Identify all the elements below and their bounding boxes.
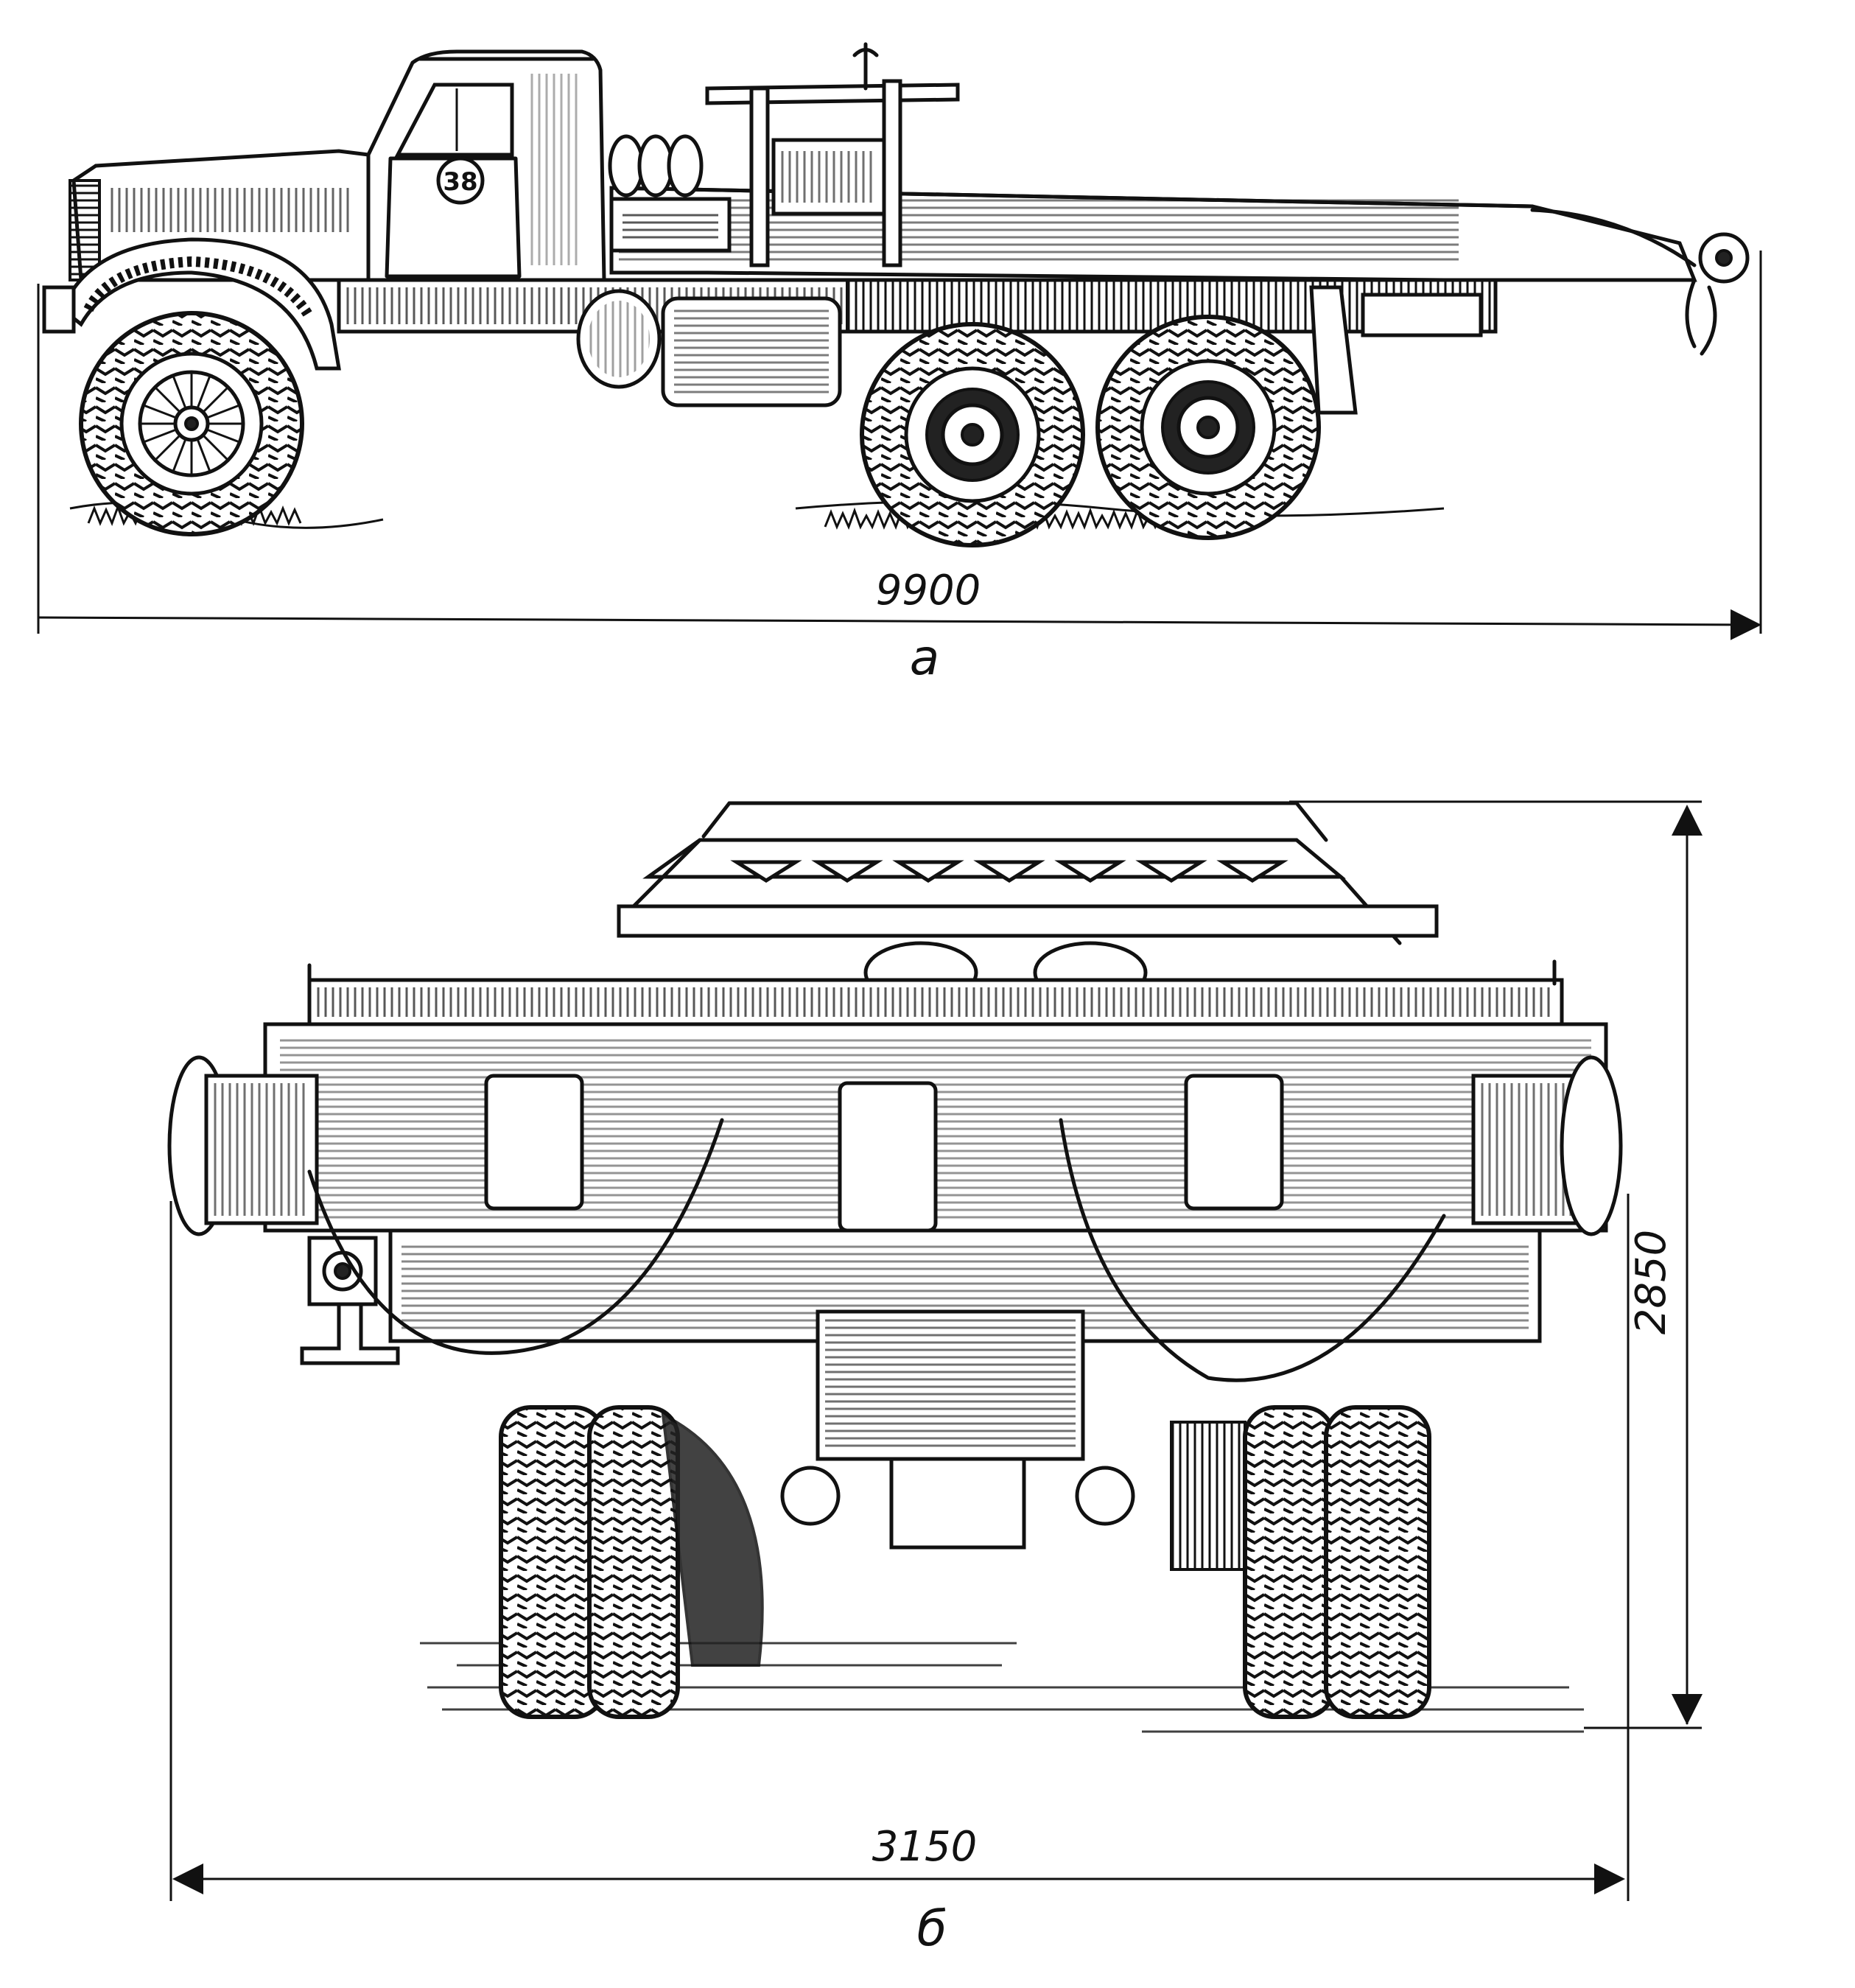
cab-number-badge [436,156,485,205]
crane-gantry [705,42,960,267]
cab-number: 38 [443,167,477,197]
inner-drums [484,1074,1284,1233]
rear-crane-frame [617,801,1439,945]
height-dimension-label: 2850 [1627,1230,1675,1335]
axle-hub-right [1075,1466,1135,1526]
height-dimension: 2850 [1289,800,1703,1729]
spare-coils [608,134,704,197]
rear-view-caption: б [917,1900,947,1957]
hood-louvers [111,188,354,232]
right-winch-drum [1471,1055,1623,1236]
tow-hook [1685,278,1717,356]
rear-stabilizer-foot [300,1302,400,1365]
rear-left-wheels [499,1405,764,1719]
axle-hub-left [780,1466,841,1526]
central-housing-hatch [825,1319,1076,1452]
rear-light-box [1361,293,1483,337]
rear-stabilizer-leg [1309,285,1358,415]
width-dimension: 3150 [169,1194,1630,1901]
flatbed-side-panel [619,199,1459,265]
front-bumper [42,285,76,334]
tow-arm [1530,208,1697,267]
rear-view: 2850 3150 б [167,800,1703,1957]
side-view: 38 [37,42,1762,686]
cab-window [394,83,514,157]
winch-cables [307,1118,1446,1382]
rear-platform-hatch [317,987,1554,1017]
length-dimension: 9900 [37,251,1762,640]
cab-door [385,156,522,279]
tow-hook-hub [1715,249,1733,267]
radiator-grille [69,179,101,281]
length-dimension-label: 9900 [876,567,981,615]
rear-wheel-1 [860,322,1085,547]
air-tank-shade [588,301,650,377]
front-fender [60,237,341,371]
toolbox-vents [623,210,718,239]
rear-right-wheels [1170,1405,1431,1719]
front-wheel [79,311,304,536]
cab-rear-panel [530,74,582,265]
side-view-caption: а [910,629,939,686]
fuel-tank-shade [674,309,829,394]
differential [889,1457,1026,1550]
rear-wheel-2 [1095,315,1321,540]
left-winch-drum [167,1055,319,1236]
width-dimension-label: 3150 [872,1823,978,1871]
fender-hatch [83,256,315,320]
